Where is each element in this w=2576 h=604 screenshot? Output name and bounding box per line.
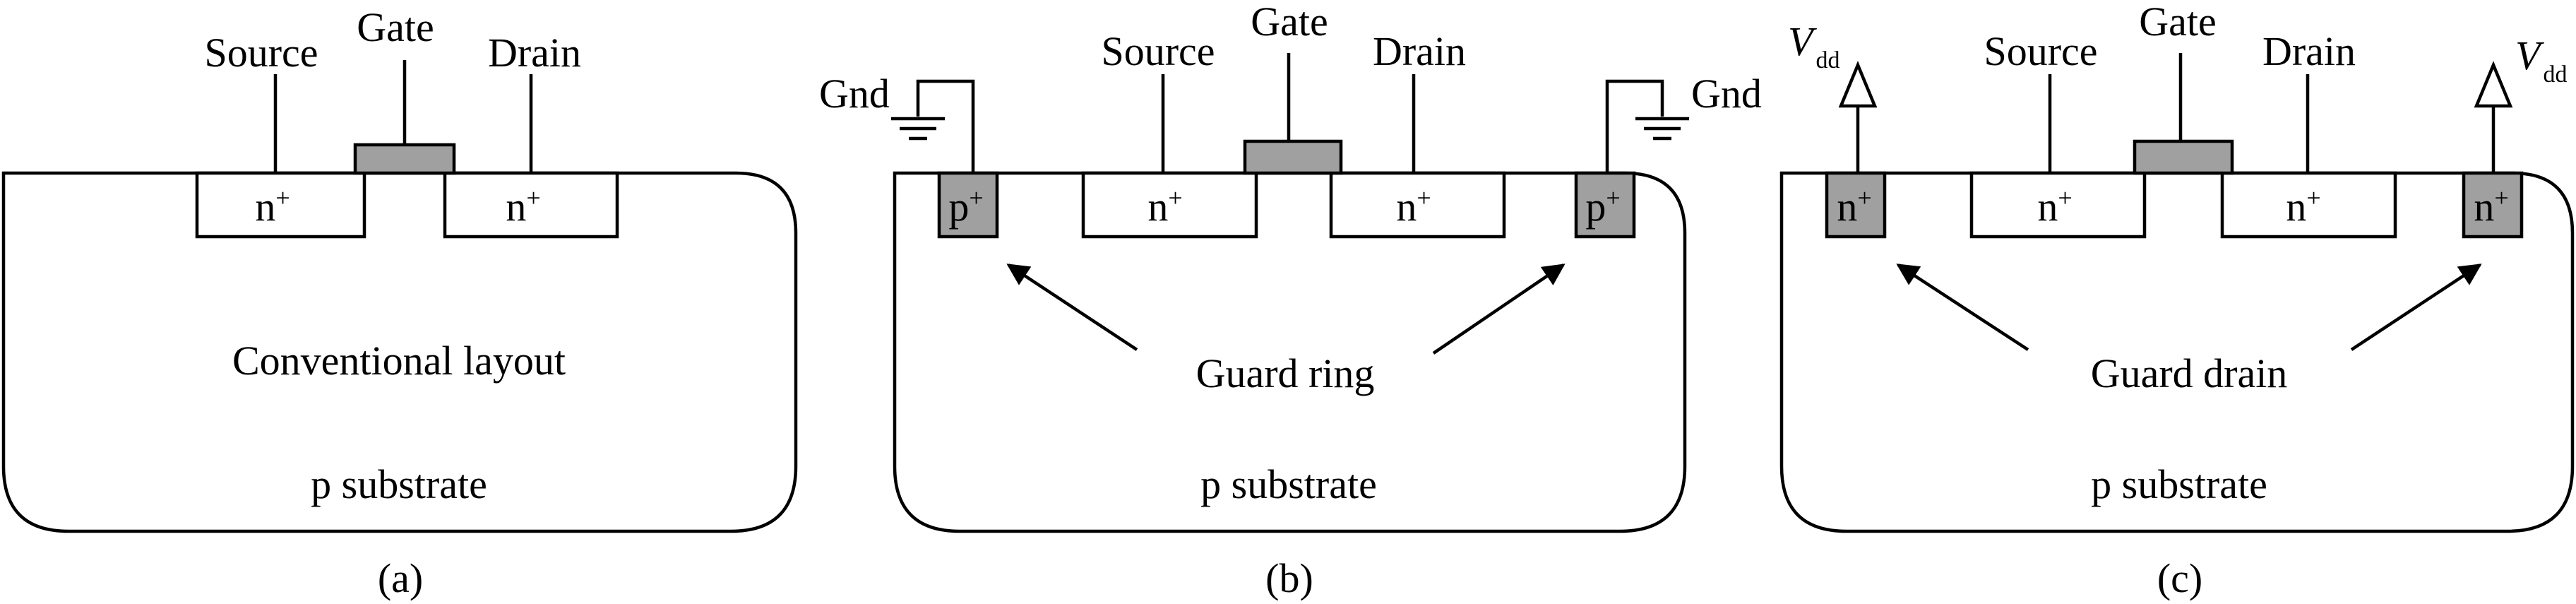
source-diffusion-label: n+ — [1147, 184, 1182, 230]
gate-label: Gate — [357, 4, 434, 50]
pointer-arrow-icon — [1006, 263, 1138, 351]
substrate-label: p substrate — [1200, 461, 1377, 507]
drain-label: Drain — [1373, 28, 1466, 74]
substrate-label: p substrate — [311, 461, 487, 507]
guard-ring-left — [937, 171, 999, 239]
pointer-arrow-icon — [2350, 263, 2482, 351]
vdd-arrow-icon — [1838, 61, 1878, 108]
ground-icon — [1635, 117, 1689, 141]
source-diffusion — [1969, 171, 2147, 239]
drain-label: Drain — [488, 30, 581, 76]
gate-electrode — [2133, 139, 2234, 175]
source-diffusion — [1081, 171, 1258, 239]
drain-label: Drain — [2262, 28, 2356, 74]
ground-icon — [891, 117, 945, 141]
gate-label: Gate — [2139, 0, 2217, 45]
source-label: Source — [1984, 28, 2097, 74]
pointer-arrow-icon — [1432, 263, 1566, 355]
source-diffusion — [195, 171, 366, 239]
guard-ring-right — [1574, 171, 1636, 239]
guard-left-label: n+ — [1837, 184, 1871, 230]
source-label: Source — [204, 30, 318, 76]
gate-electrode — [353, 143, 456, 175]
caption-b: (b) — [1265, 555, 1313, 601]
ground-wire-left — [916, 79, 975, 173]
gate-electrode — [1243, 139, 1343, 175]
drain-diffusion — [2220, 171, 2397, 239]
panel-a: Source Gate Drain n+ n+ Conventional lay… — [1, 4, 798, 601]
panel-b: Gnd Gnd Source Gate Drain p+ p+ n+ n+ Gu… — [819, 0, 1762, 601]
drain-diffusion-label: n+ — [2286, 184, 2320, 230]
caption-a: (a) — [378, 555, 423, 601]
guard-right-label: n+ — [2474, 184, 2508, 230]
guard-left-label: p+ — [948, 184, 983, 230]
drain-diffusion — [443, 171, 619, 239]
drain-diffusion-label: n+ — [1396, 184, 1431, 230]
gate-label: Gate — [1251, 0, 1328, 45]
drain-diffusion — [1329, 171, 1506, 239]
gnd-label-right: Gnd — [1691, 71, 1762, 117]
vdd-arrow-icon — [2474, 61, 2513, 108]
substrate-outline — [1779, 171, 2575, 533]
pointer-arrow-icon — [1896, 263, 2029, 351]
layout-title: Conventional layout — [232, 338, 566, 384]
caption-c: (c) — [2157, 555, 2202, 601]
source-diffusion-label: n+ — [2037, 184, 2072, 230]
substrate-outline — [1, 171, 798, 533]
guard-drain-left — [1825, 171, 1887, 239]
ground-wire-right — [1605, 79, 1664, 173]
source-diffusion-label: n+ — [255, 184, 290, 230]
substrate-outline — [893, 171, 1687, 533]
drain-diffusion-label: n+ — [506, 184, 540, 230]
guard-drain-label: Guard drain — [2091, 350, 2288, 396]
guard-ring-label: Guard ring — [1196, 350, 1375, 396]
source-label: Source — [1101, 28, 1215, 74]
substrate-label: p substrate — [2091, 461, 2267, 507]
gnd-label-left: Gnd — [819, 71, 890, 117]
guard-right-label: p+ — [1585, 184, 1620, 230]
